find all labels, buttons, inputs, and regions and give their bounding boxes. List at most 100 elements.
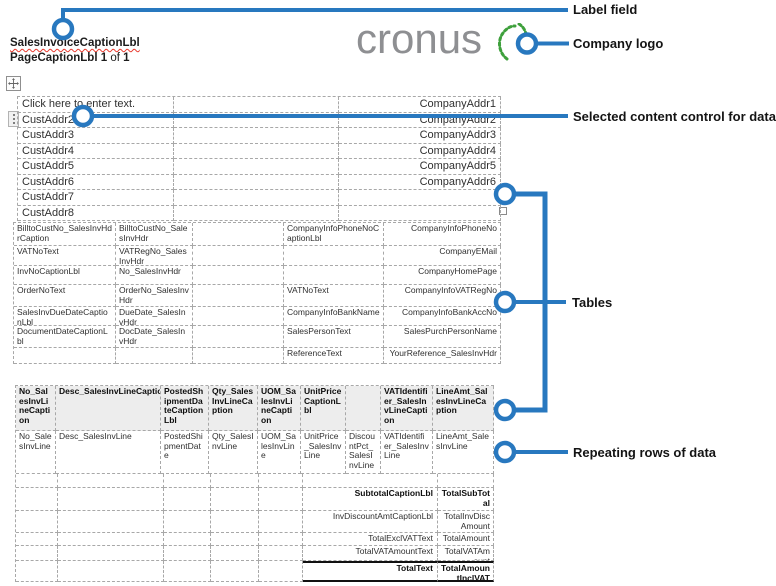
empty-cell[interactable] [193,246,284,266]
company-addr-cell[interactable]: CompanyAddr2 [339,112,501,128]
header-cell[interactable]: UnitPriceCaptionLbl [301,386,346,431]
info-cell[interactable]: BilltoCustNo_SalesInvHdrCaption [14,223,116,246]
empty-cell[interactable] [284,246,384,266]
info-cell[interactable]: CompanyHomePage [384,266,501,285]
empty-cell[interactable] [211,511,259,533]
empty-cell[interactable] [259,546,303,561]
empty-cell[interactable] [58,533,164,546]
header-cell[interactable]: Qty_SalesInvLineCaption [209,386,258,431]
empty-cell[interactable] [58,474,164,488]
empty-cell[interactable] [193,266,284,285]
page-caption-label[interactable]: PageCaptionLbl 1 of 1 [10,52,130,64]
summary-value-cell[interactable]: TotalAmount [438,533,494,546]
empty-cell[interactable] [259,561,303,582]
data-cell[interactable]: PostedShipmentDate [161,431,209,474]
empty-cell[interactable] [284,266,384,285]
header-cell[interactable] [346,386,381,431]
cust-addr-cell[interactable]: CustAddr5 [18,159,174,175]
summary-caption-cell[interactable]: SubtotalCaptionLbl [303,488,438,511]
empty-cell[interactable] [174,159,339,175]
content-control-handle[interactable] [8,111,19,127]
empty-cell[interactable] [211,488,259,511]
data-cell[interactable]: No_SalesInvLine [16,431,56,474]
table-move-handle[interactable] [6,76,21,91]
company-logo[interactable]: cronus [356,18,528,61]
empty-cell[interactable] [164,474,211,488]
empty-cell[interactable] [259,511,303,533]
cust-addr-cell[interactable]: CustAddr8 [18,205,174,221]
empty-cell[interactable] [16,546,58,561]
empty-cell[interactable] [16,488,58,511]
info-cell[interactable]: InvNoCaptionLbl [14,266,116,285]
empty-cell[interactable] [174,205,339,221]
cust-addr-cell[interactable]: CustAddr6 [18,174,174,190]
data-cell[interactable]: DiscountPct_SalesInvLine [346,431,381,474]
cust-addr-cell[interactable]: CustAddr4 [18,143,174,159]
info-cell[interactable]: DocumentDateCaptionLbl [14,326,116,348]
empty-cell[interactable] [174,112,339,128]
empty-cell[interactable] [116,348,193,364]
info-cell[interactable]: VATRegNo_SalesInvHdr [116,246,193,266]
empty-cell[interactable] [193,307,284,326]
data-cell[interactable]: Qty_SalesInvLine [209,431,258,474]
info-cell[interactable]: CompanyInfoPhoneNo [384,223,501,246]
empty-cell[interactable] [193,223,284,246]
header-cell[interactable]: UOM_SalesInvLineCaption [258,386,301,431]
info-cell[interactable]: DueDate_SalesInvHdr [116,307,193,326]
summary-value-cell[interactable]: TotalSubTotal [438,488,494,511]
empty-cell[interactable] [174,143,339,159]
header-cell[interactable]: PostedShipmentDateCaptionLbl [161,386,209,431]
company-addr-cell[interactable]: CompanyAddr4 [339,143,501,159]
header-cell[interactable]: VATIdentifier_SalesInvLineCaption [381,386,433,431]
summary-caption-cell[interactable]: TotalText [303,561,438,582]
empty-cell[interactable] [259,488,303,511]
cc-placeholder-cell[interactable]: Click here to enter text. [18,97,174,113]
info-cell[interactable]: DocDate_SalesInvHdr [116,326,193,348]
empty-cell[interactable] [174,97,339,113]
empty-cell[interactable] [339,190,501,206]
info-cell[interactable]: ReferenceText [284,348,384,364]
info-cell[interactable]: CompanyEMail [384,246,501,266]
summary-value-cell[interactable]: TotalInvDiscAmount [438,511,494,533]
empty-cell[interactable] [164,533,211,546]
empty-cell[interactable] [211,474,259,488]
empty-cell[interactable] [211,546,259,561]
data-cell[interactable]: UOM_SalesInvLine [258,431,301,474]
info-cell[interactable]: OrderNoText [14,285,116,307]
company-addr-cell[interactable]: CompanyAddr1 [339,97,501,113]
empty-cell[interactable] [58,561,164,582]
summary-caption-cell[interactable]: TotalVATAmountText [303,546,438,561]
empty-cell[interactable] [16,533,58,546]
info-cell[interactable]: OrderNo_SalesInvHdr [116,285,193,307]
empty-cell[interactable] [303,474,438,488]
data-cell[interactable]: LineAmt_SalesInvLine [433,431,494,474]
empty-cell[interactable] [174,128,339,144]
empty-cell[interactable] [193,326,284,348]
info-cell[interactable]: CompanyInfoBankAccNo [384,307,501,326]
summary-caption-cell[interactable]: TotalExclVATText [303,533,438,546]
summary-value-cell[interactable]: TotalVATAmount [438,546,494,561]
empty-cell[interactable] [58,546,164,561]
empty-cell[interactable] [164,546,211,561]
cust-addr-cell[interactable]: CustAddr2 [18,112,174,128]
header-cell[interactable]: No_SalesInvLineCaption [16,386,56,431]
data-cell[interactable]: UnitPrice_SalesInvLine [301,431,346,474]
sales-invoice-caption-label[interactable]: SalesInvoiceCaptionLbl [10,37,140,49]
empty-cell[interactable] [174,190,339,206]
empty-cell[interactable] [14,348,116,364]
company-addr-cell[interactable]: CompanyAddr6 [339,174,501,190]
info-cell[interactable]: YourReference_SalesInvHdr [384,348,501,364]
info-cell[interactable]: SalesInvDueDateCaptionLbl [14,307,116,326]
summary-value-cell[interactable]: TotalAmountInclVAT [438,561,494,582]
empty-cell[interactable] [211,561,259,582]
cust-addr-cell[interactable]: CustAddr3 [18,128,174,144]
empty-cell[interactable] [438,474,494,488]
info-cell[interactable]: CompanyInfoBankName [284,307,384,326]
info-cell[interactable]: VATNoText [14,246,116,266]
empty-cell[interactable] [174,174,339,190]
info-cell[interactable]: SalesPersonText [284,326,384,348]
empty-cell[interactable] [259,533,303,546]
header-cell[interactable]: Desc_SalesInvLineCaption [56,386,161,431]
info-cell[interactable]: SalesPurchPersonName [384,326,501,348]
empty-cell[interactable] [58,511,164,533]
